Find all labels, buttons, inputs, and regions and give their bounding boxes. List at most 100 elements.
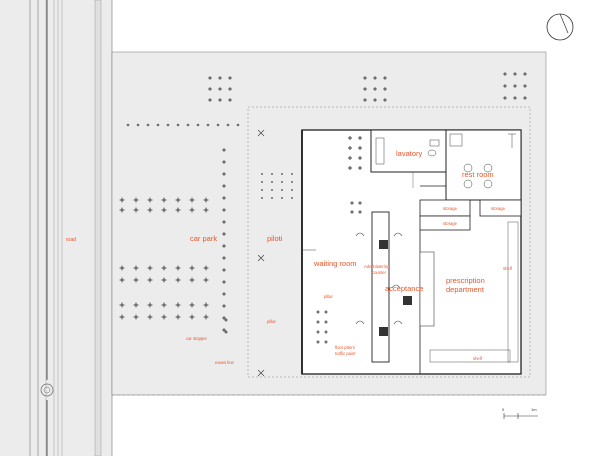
floor-pattern-mark <box>175 314 181 320</box>
floor-pattern-mark <box>358 136 362 140</box>
floor-pattern-mark <box>348 136 352 140</box>
floor-pattern-mark <box>175 302 181 308</box>
floor-pattern-mark <box>222 244 226 248</box>
shelf-label-1: shelf <box>503 266 513 271</box>
floor-pattern-mark <box>348 156 352 160</box>
floor-pattern-mark <box>316 320 320 324</box>
floor-pattern-mark <box>271 197 273 199</box>
floor-pattern-mark <box>208 87 212 91</box>
floor-pattern-label-2: traffic paint <box>335 351 356 356</box>
floor-pattern-mark <box>523 84 527 88</box>
floor-pattern-mark <box>271 173 273 175</box>
floor-pattern-mark <box>133 265 139 271</box>
floor-pattern-mark <box>119 265 125 271</box>
floor-pattern-mark <box>133 302 139 308</box>
floor-pattern-mark <box>316 340 320 344</box>
floor-pattern-mark <box>203 197 209 203</box>
acceptance-label: acceptance <box>385 284 423 293</box>
floor-pattern-mark <box>147 314 153 320</box>
floor-pattern-mark <box>261 181 263 183</box>
floor-pattern-mark <box>222 292 226 296</box>
floor-pattern-mark <box>119 277 125 283</box>
floor-pattern-mark <box>119 197 125 203</box>
floor-pattern-mark <box>383 98 387 102</box>
car-stopper-label: car stopper <box>186 336 208 341</box>
floor-pattern-mark <box>358 146 362 150</box>
floor-pattern-mark <box>513 96 517 100</box>
floor-pattern-mark <box>503 72 507 76</box>
lavatory-room <box>370 129 447 173</box>
eaves-line <box>247 106 531 378</box>
floor-pattern-mark <box>236 123 240 127</box>
floor-pattern-mark <box>222 232 226 236</box>
scale-end: 1m <box>531 407 537 412</box>
floor-pattern-mark <box>206 123 210 127</box>
floor-pattern-mark <box>358 201 362 205</box>
floor-pattern-mark <box>216 123 220 127</box>
shelf-right <box>507 221 519 363</box>
storage-3 <box>419 215 471 231</box>
utility-pole-icon <box>40 383 54 397</box>
floor-pattern-mark <box>224 318 228 322</box>
floor-pattern-mark <box>383 87 387 91</box>
floor-pattern-mark <box>373 98 377 102</box>
floor-pattern-mark <box>358 156 362 160</box>
floor-pattern-mark <box>176 123 180 127</box>
road-label: road <box>66 237 76 243</box>
floor-pattern-mark <box>156 123 160 127</box>
floor-pattern-mark <box>133 207 139 213</box>
floor-pattern-mark <box>189 265 195 271</box>
floor-pattern-mark <box>348 146 352 150</box>
floor-pattern-mark <box>208 98 212 102</box>
floor-pattern-mark <box>324 330 328 334</box>
floor-pattern-mark <box>175 207 181 213</box>
floor-pattern-mark <box>218 87 222 91</box>
floor-pattern-mark <box>363 76 367 80</box>
floor-pattern-mark <box>350 210 354 214</box>
floor-pattern-mark <box>228 98 232 102</box>
floor-pattern-mark <box>513 72 517 76</box>
floor-pattern-mark <box>175 277 181 283</box>
floor-pattern-mark <box>358 210 362 214</box>
floor-pattern-mark <box>133 197 139 203</box>
scale-start: 0 <box>502 407 505 412</box>
floor-pattern-mark <box>222 304 226 308</box>
car-park-label: car park <box>190 234 217 243</box>
floor-pattern-mark <box>189 302 195 308</box>
floor-pattern-mark <box>189 314 195 320</box>
floor-pattern-mark <box>175 197 181 203</box>
floor-pattern-mark <box>228 76 232 80</box>
floor-pattern-mark <box>203 277 209 283</box>
storage-2 <box>479 199 522 217</box>
floor-pattern-mark <box>186 123 190 127</box>
lavatory-label: lavatory <box>396 149 423 158</box>
floor-pattern-mark <box>218 98 222 102</box>
floor-pattern-mark <box>222 196 226 200</box>
floor-pattern-mark <box>161 197 167 203</box>
floor-pattern-mark <box>136 123 140 127</box>
road-area <box>0 0 112 456</box>
floor-pattern-mark <box>222 208 226 212</box>
pillar-label-2: pillar <box>267 319 276 324</box>
pillar-label-1: pillar <box>324 294 333 299</box>
floor-pattern-mark <box>281 189 283 191</box>
floor-pattern-mark <box>316 330 320 334</box>
floor-pattern-mark <box>291 173 293 175</box>
floor-pattern-mark <box>291 197 293 199</box>
floor-pattern-mark <box>161 277 167 283</box>
administering-counter-label-2: counter <box>372 270 387 275</box>
rest-room <box>445 129 522 201</box>
floor-pattern-mark <box>291 189 293 191</box>
floor-pattern-mark <box>316 310 320 314</box>
floor-pattern-mark <box>161 314 167 320</box>
floor-pattern-mark <box>222 268 226 272</box>
floor-pattern-mark <box>222 148 226 152</box>
floor-pattern-mark <box>189 207 195 213</box>
floor-pattern-mark <box>189 277 195 283</box>
floor-pattern-mark <box>203 314 209 320</box>
floor-pattern-mark <box>133 277 139 283</box>
floor-pattern-mark <box>218 76 222 80</box>
floor-pattern-mark <box>261 173 263 175</box>
floor-pattern-mark <box>373 76 377 80</box>
floor-pattern-mark <box>350 201 354 205</box>
